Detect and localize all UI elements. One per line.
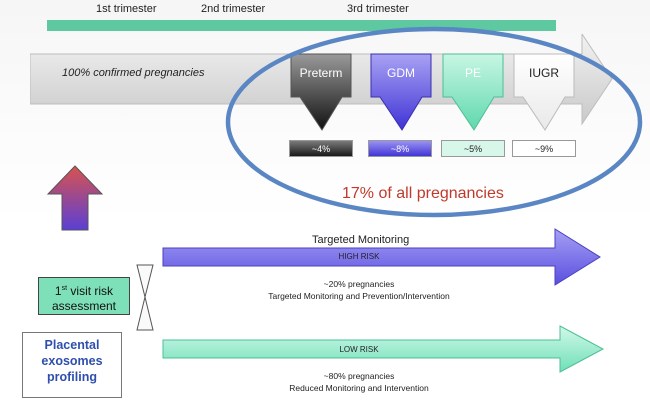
first-visit-risk-assessment-box: 1st visit risk assessment (38, 277, 130, 315)
high-risk-line2: Targeted Monitoring and Prevention/Inter… (268, 291, 450, 301)
outcome-label-gdm: GDM (387, 66, 415, 80)
visit-number: 1 (54, 284, 62, 298)
targeted-monitoring-title: Targeted Monitoring (312, 234, 410, 246)
trimester-1-label: 1st trimester (96, 3, 157, 15)
placental-line1: Placental (44, 338, 100, 352)
all-pregnancies-label: 17% of all pregnancies (342, 185, 504, 202)
outcome-pct-pe: ~5% (441, 140, 505, 157)
outcome-arrows (290, 53, 575, 131)
outcome-pct-gdm: ~8% (368, 140, 432, 157)
confirmed-pregnancies-label: 100% confirmed pregnancies (62, 67, 205, 79)
placental-line3: profiling (47, 370, 97, 384)
low-risk-arrow (162, 325, 605, 373)
outcome-pct-iugr: ~9% (512, 140, 576, 157)
low-risk-line1: ~80% pregnancies (323, 371, 395, 381)
visit-ordinal-suffix: st (61, 285, 68, 292)
visit-line2-text: assessment (51, 299, 117, 313)
outcome-pct-preterm: ~4% (289, 140, 353, 157)
visit-line1-text: visit risk (67, 284, 114, 298)
outcome-label-preterm: Preterm (299, 66, 343, 80)
outcome-label-pe: PE (464, 66, 481, 80)
high-risk-arrow (162, 228, 601, 286)
low-risk-label: LOW RISK (339, 345, 379, 354)
pe-arrow (442, 53, 504, 131)
placental-line2: exosomes (41, 354, 103, 368)
up-arrow-icon (46, 165, 104, 231)
gdm-arrow (370, 53, 432, 131)
iugr-arrow (513, 53, 575, 131)
trimester-3-label: 3rd trimester (347, 3, 409, 15)
high-risk-label: HIGH RISK (338, 252, 380, 261)
hourglass-connector (136, 264, 154, 331)
trimester-2-label: 2nd trimester (201, 3, 266, 15)
preterm-arrow (290, 53, 352, 131)
outcome-label-iugr: IUGR (529, 66, 559, 80)
low-risk-line2: Reduced Monitoring and Intervention (289, 383, 429, 393)
trimester-timeline-bar (47, 20, 556, 31)
high-risk-line1: ~20% pregnancies (323, 279, 395, 289)
placental-exosomes-profiling-box: Placental exosomes profiling (22, 332, 122, 398)
